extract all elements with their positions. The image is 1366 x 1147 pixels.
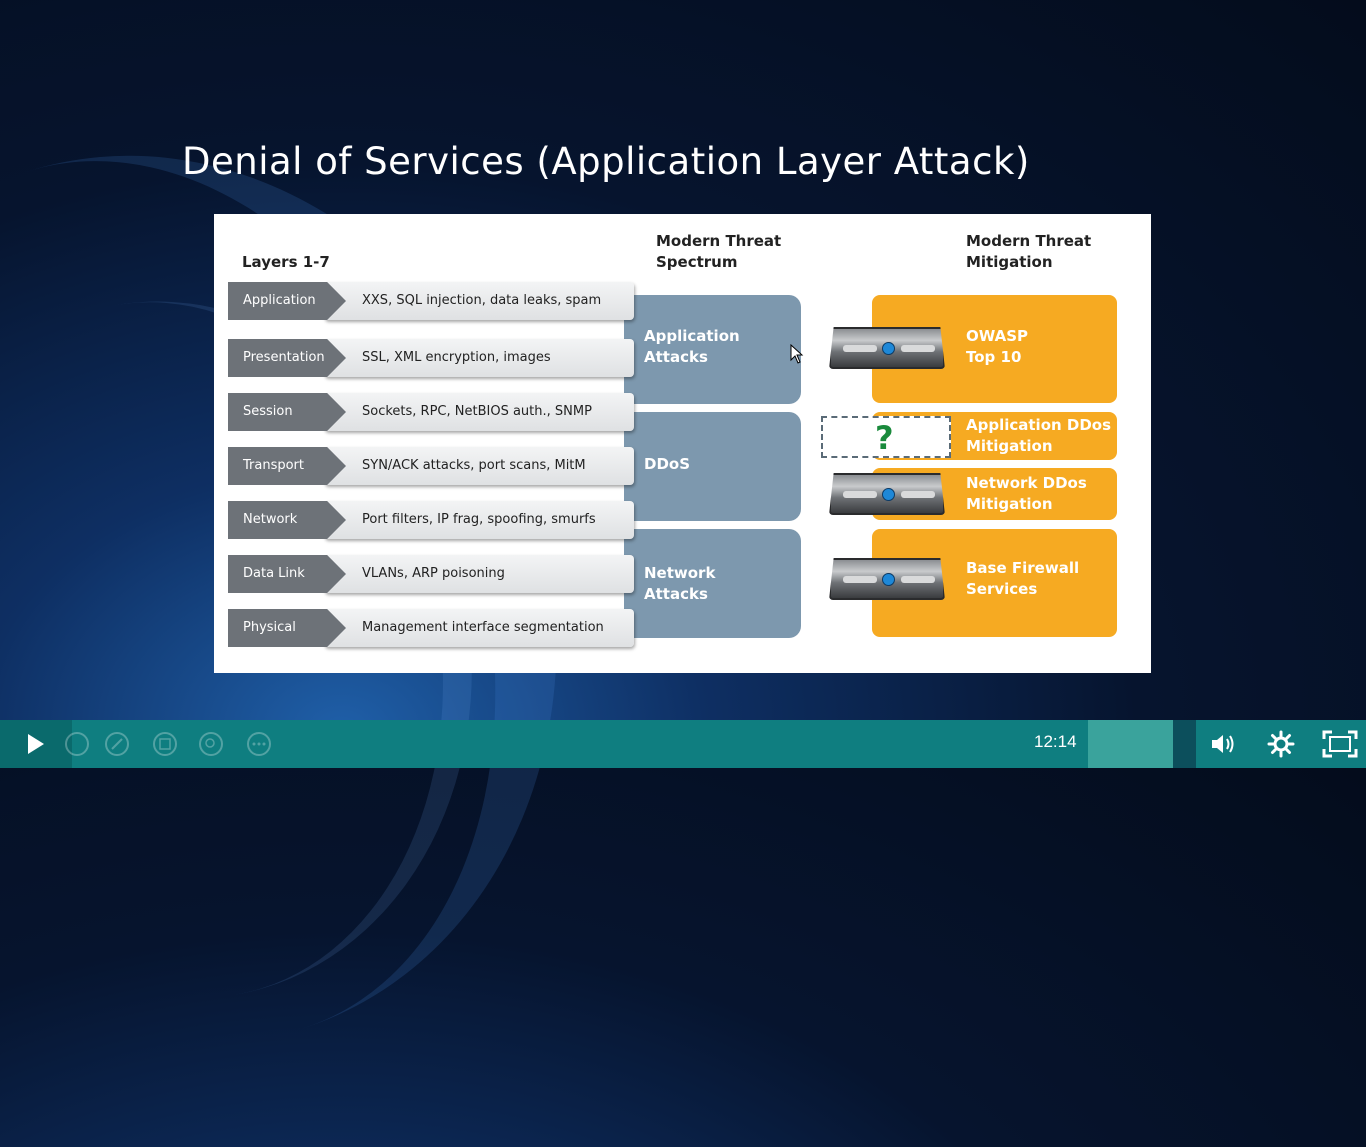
- mitigation-owasp-line1: OWASP: [966, 327, 1029, 345]
- server-icon: [829, 327, 945, 369]
- layer-row: Management interface segmentation Physic…: [228, 609, 634, 647]
- spectrum-network-line2: Attacks: [644, 585, 708, 603]
- slides-icon: [153, 732, 177, 756]
- layer-name: Transport: [228, 447, 346, 485]
- current-time: 12:14: [1034, 732, 1077, 751]
- slide-title: Denial of Services (Application Layer At…: [182, 140, 1030, 183]
- osi-threat-figure: Layers 1-7 Modern Threat Spectrum Modern…: [214, 214, 1151, 673]
- layer-description: Management interface segmentation: [324, 609, 634, 647]
- question-mark-icon: ?: [875, 419, 894, 457]
- layers-heading: Layers 1-7: [242, 253, 330, 271]
- more-options-icon: [247, 732, 271, 756]
- spectrum-heading-line1: Modern Threat: [656, 232, 782, 250]
- layer-row: SSL, XML encryption, images Presentation: [228, 339, 634, 377]
- layer-name: Physical: [228, 609, 346, 647]
- spectrum-application-line1: Application: [644, 327, 740, 345]
- spectrum-heading: Modern Threat Spectrum: [656, 231, 781, 273]
- spectrum-ddos-label: DDoS: [644, 455, 691, 473]
- layer-name: Session: [228, 393, 346, 431]
- layer-description: Port filters, IP frag, spoofing, smurfs: [324, 501, 634, 539]
- mitigation-firewall-line1: Base Firewall: [966, 559, 1080, 577]
- gear-icon[interactable]: [1266, 729, 1296, 759]
- layer-name: Data Link: [228, 555, 346, 593]
- layer-row: VLANs, ARP poisoning Data Link: [228, 555, 634, 593]
- layer-row: Sockets, RPC, NetBIOS auth., SNMP Sessio…: [228, 393, 634, 431]
- volume-icon[interactable]: [1208, 729, 1238, 759]
- mitigation-app-ddos-line1: Application DDos: [966, 416, 1112, 434]
- mitigation-heading-line1: Modern Threat: [966, 232, 1092, 250]
- layer-description: SYN/ACK attacks, port scans, MitM: [324, 447, 634, 485]
- layer-description: Sockets, RPC, NetBIOS auth., SNMP: [324, 393, 634, 431]
- fullscreen-icon[interactable]: [1322, 729, 1358, 759]
- layer-name: Application: [228, 282, 346, 320]
- mitigation-net-ddos-line2: Mitigation: [966, 495, 1053, 513]
- spectrum-application-line2: Attacks: [644, 348, 708, 366]
- layer-description: XXS, SQL injection, data leaks, spam: [324, 282, 634, 320]
- zoom-icon: [199, 732, 223, 756]
- progress-track[interactable]: [1173, 720, 1196, 768]
- mitigation-net-ddos-line1: Network DDos: [966, 474, 1087, 492]
- layer-description: SSL, XML encryption, images: [324, 339, 634, 377]
- mitigation-owasp-line2: Top 10: [966, 348, 1022, 366]
- mouse-cursor-icon: [790, 344, 804, 364]
- layer-row: SYN/ACK attacks, port scans, MitM Transp…: [228, 447, 634, 485]
- mitigation-firewall-line2: Services: [966, 580, 1038, 598]
- layer-row: XXS, SQL injection, data leaks, spam App…: [228, 282, 634, 320]
- spectrum-network-line1: Network: [644, 564, 716, 582]
- mitigation-heading: Modern Threat Mitigation: [966, 231, 1091, 273]
- layer-name: Presentation: [228, 339, 346, 377]
- play-button[interactable]: [0, 720, 72, 768]
- mitigation-heading-line2: Mitigation: [966, 253, 1053, 271]
- mitigation-app-ddos-line2: Mitigation: [966, 437, 1053, 455]
- spectrum-network-attacks: Network Attacks: [624, 529, 801, 638]
- progress-bar[interactable]: [1088, 720, 1173, 768]
- previous-icon: [65, 732, 89, 756]
- play-icon: [28, 734, 44, 754]
- spectrum-ddos: DDoS: [624, 412, 801, 521]
- unknown-appliance-placeholder: ?: [821, 416, 951, 458]
- spectrum-application-attacks: Application Attacks: [624, 295, 801, 404]
- spectrum-heading-line2: Spectrum: [656, 253, 738, 271]
- player-control-bar: 12:14: [0, 720, 1366, 768]
- pen-icon: [105, 732, 129, 756]
- layer-name: Network: [228, 501, 346, 539]
- layer-row: Port filters, IP frag, spoofing, smurfs …: [228, 501, 634, 539]
- server-icon: [829, 473, 945, 515]
- server-icon: [829, 558, 945, 600]
- layer-description: VLANs, ARP poisoning: [324, 555, 634, 593]
